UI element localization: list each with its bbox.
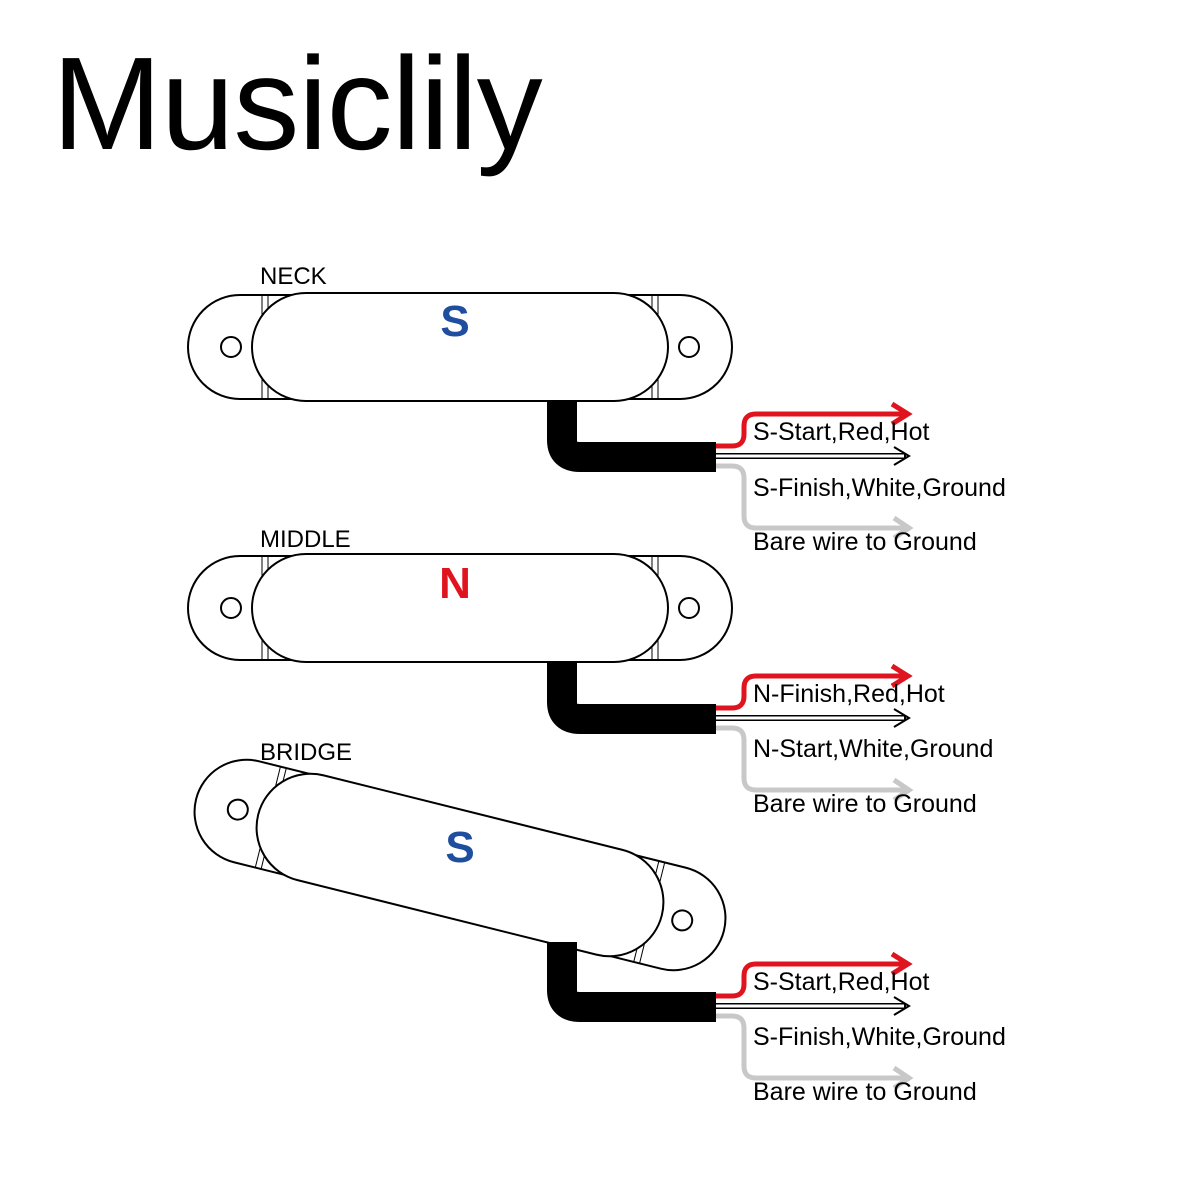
- middle-polarity: N: [439, 559, 471, 608]
- bridge-cable: [547, 942, 716, 1022]
- middle-pickup: MIDDLE N N-Finish,Red,Hot N-Start,White,…: [187, 526, 993, 818]
- middle-wire-hot: N-Finish,Red,Hot: [753, 680, 945, 708]
- bridge-label: BRIDGE: [260, 739, 352, 766]
- middle-cable: [547, 661, 716, 734]
- middle-label: MIDDLE: [260, 526, 351, 553]
- bridge-wire-bare: Bare wire to Ground: [753, 1078, 977, 1106]
- bridge-pickup: BRIDGE S S-Start,Red,Hot S-Finish,White,…: [182, 739, 1006, 1106]
- neck-wire-bare: Bare wire to Ground: [753, 528, 977, 556]
- neck-wire-ground: S-Finish,White,Ground: [753, 474, 1006, 502]
- middle-wire-ground: N-Start,White,Ground: [753, 735, 993, 763]
- neck-pickup: NECK S S-Start,Red,Hot S-Finish,White,Gr…: [187, 263, 1006, 556]
- brand-logo: Musiclily: [52, 30, 543, 177]
- neck-polarity: S: [440, 297, 469, 346]
- neck-wire-hot: S-Start,Red,Hot: [753, 418, 930, 446]
- bridge-polarity: S: [445, 823, 474, 872]
- middle-wire-bare: Bare wire to Ground: [753, 790, 977, 818]
- neck-label: NECK: [260, 263, 327, 290]
- bridge-wire-ground: S-Finish,White,Ground: [753, 1023, 1006, 1051]
- neck-cable: [547, 400, 716, 472]
- bridge-wire-hot: S-Start,Red,Hot: [753, 968, 930, 996]
